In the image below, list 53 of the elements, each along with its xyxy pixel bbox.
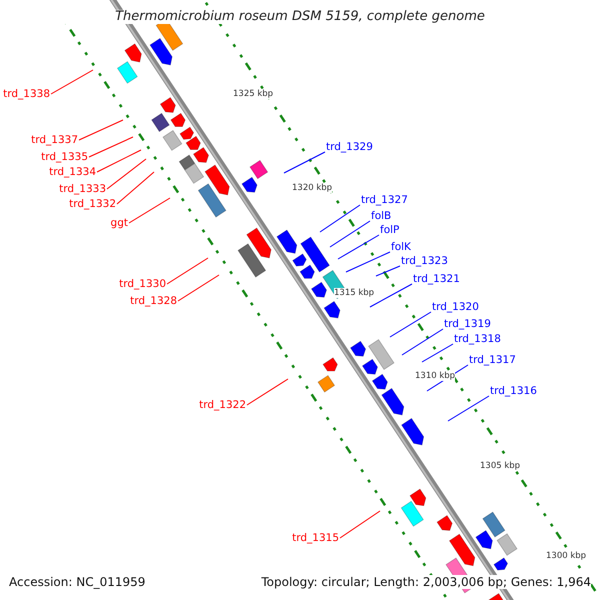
- gene-label: trd_1329: [326, 141, 373, 153]
- gene-label: trd_1332: [69, 198, 116, 210]
- gene-label: trd_1334: [49, 166, 96, 178]
- gene-label: trd_1316: [490, 385, 537, 397]
- gene-label: trd_1321: [413, 273, 460, 285]
- gene-label: trd_1323: [401, 255, 448, 267]
- leader-line: [106, 158, 146, 190]
- leader-line: [376, 266, 400, 276]
- leader-line: [340, 510, 380, 538]
- scale-label: 1305 kbp: [480, 461, 520, 471]
- accession-text: Accession: NC_011959: [9, 575, 146, 589]
- leader-line: [96, 150, 142, 172]
- gene-label: trd_1327: [361, 194, 408, 206]
- leader-line: [50, 70, 94, 94]
- gene-label: trd_1335: [41, 151, 88, 163]
- leader-line: [370, 284, 412, 308]
- leader-line: [448, 396, 490, 422]
- gene-label: folK: [391, 241, 411, 253]
- gene-label: trd_1317: [469, 354, 516, 366]
- leader-line: [246, 378, 288, 406]
- leader-line: [116, 172, 154, 204]
- leader-line: [128, 198, 170, 224]
- leader-line: [346, 252, 390, 272]
- leader-line: [166, 258, 208, 284]
- leader-line: [330, 220, 370, 248]
- gene-label: trd_1330: [119, 278, 166, 290]
- scale-label: 1300 kbp: [546, 551, 586, 561]
- scale-label: 1325 kbp: [233, 89, 274, 99]
- gene-label: folP: [380, 224, 400, 236]
- gene-label: trd_1328: [130, 295, 177, 307]
- leader-line: [390, 312, 432, 338]
- leader-line: [88, 136, 134, 158]
- gene-label: trd_1337: [31, 134, 78, 146]
- leader-line: [338, 234, 380, 260]
- gene-label: trd_1333: [59, 183, 106, 195]
- genome-info-text: Topology: circular; Length: 2,003,006 bp; Genes: 1,964: [261, 575, 591, 589]
- scale-label: 1315 kbp: [334, 288, 374, 298]
- gene-label: trd_1318: [454, 333, 501, 345]
- gene-label: trd_1319: [444, 318, 491, 330]
- gene-label: folB: [371, 210, 392, 222]
- leader-line: [284, 152, 326, 174]
- leader-line: [402, 328, 444, 356]
- gene-label: trd_1320: [432, 301, 479, 313]
- scale-label: 1310 kbp: [415, 371, 456, 381]
- gene-label: ggt: [110, 217, 128, 229]
- gene-label: trd_1322: [199, 399, 246, 411]
- leader-line: [422, 344, 454, 362]
- gene-label: trd_1315: [292, 532, 339, 544]
- leader-line: [78, 120, 124, 140]
- leader-line: [178, 274, 220, 302]
- gene-label: trd_1338: [3, 88, 50, 100]
- leader-line: [320, 204, 360, 232]
- scale-label: 1320 kbp: [292, 183, 332, 193]
